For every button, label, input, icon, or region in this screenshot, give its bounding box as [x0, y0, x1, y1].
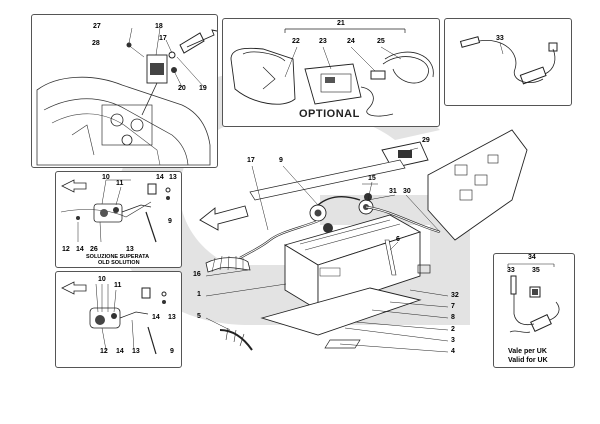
callout-main-6: 6: [396, 236, 400, 243]
callout-main-5: 5: [197, 313, 201, 320]
callout-13b-new: 13: [132, 348, 140, 355]
callout-18: 18: [155, 23, 163, 30]
callout-14b: 14: [76, 246, 84, 253]
panel-uk: 34 33 35 Vale per UK Valid for UK: [493, 253, 575, 368]
callout-13-new: 13: [168, 314, 176, 321]
callout-main-15: 15: [368, 175, 376, 182]
trickle-charger-drawing: [459, 36, 558, 85]
callout-34: 34: [528, 254, 536, 261]
callout-main-30: 30: [403, 188, 411, 195]
callout-main-7: 7: [451, 303, 455, 310]
callout-22: 22: [292, 38, 300, 45]
callout-11-new: 11: [114, 282, 122, 289]
callout-main-9: 9: [279, 157, 283, 164]
callout-14b-new: 14: [116, 348, 124, 355]
callout-main-16: 16: [193, 271, 201, 278]
callout-23: 23: [319, 38, 327, 45]
callout-17: 17: [159, 35, 167, 42]
callout-main-32: 32: [451, 292, 459, 299]
callout-25: 25: [377, 38, 385, 45]
uk-caption-it: Vale per UK: [508, 348, 547, 355]
new-solution-drawing: [61, 281, 167, 355]
callout-main-1: 1: [197, 291, 201, 298]
callout-14-new: 14: [152, 314, 160, 321]
callout-9-new: 9: [170, 348, 174, 355]
callout-13b: 13: [126, 246, 134, 253]
callout-main-31: 31: [389, 188, 397, 195]
uk-charger-drawing: [507, 263, 560, 333]
old-solution-drawing: [60, 179, 171, 243]
panel-new-solution: 10 11 14 13 12 14 13 9: [55, 271, 182, 368]
callout-10: 10: [102, 174, 110, 181]
callout-9: 9: [168, 218, 172, 225]
callout-11: 11: [116, 180, 124, 187]
callout-main-2: 2: [451, 326, 455, 333]
callout-12: 12: [62, 246, 70, 253]
callout-main-17: 17: [247, 157, 255, 164]
callout-21: 21: [337, 20, 345, 27]
callout-main-8: 8: [451, 314, 455, 321]
callout-35: 35: [532, 267, 540, 274]
callout-20: 20: [178, 85, 186, 92]
callout-33: 33: [496, 35, 504, 42]
panel-trickle-charger: 33: [444, 18, 572, 106]
callout-24: 24: [347, 38, 355, 45]
uk-caption-en: Valid for UK: [508, 357, 548, 364]
battery-clamp-drawing: [36, 27, 217, 166]
old-solution-caption-en: OLD SOLUTION: [98, 260, 140, 266]
panel-optional: 21 22 23 24 25 OPTIONAL: [222, 18, 440, 127]
callout-10-new: 10: [98, 276, 106, 283]
callout-27: 27: [93, 23, 101, 30]
optional-label: OPTIONAL: [299, 108, 360, 120]
optional-kit-drawing: [230, 28, 434, 117]
callout-19: 19: [199, 85, 207, 92]
callout-main-4: 4: [451, 348, 455, 355]
callout-13: 13: [169, 174, 177, 181]
panel-battery-clamp-detail: 27 18 28 17 20 19: [31, 14, 218, 168]
callout-main-29: 29: [422, 137, 430, 144]
panel-old-solution: 10 11 14 13 9 12 14 26 13 SOLUZIONE SUPE…: [55, 171, 182, 268]
callout-26: 26: [90, 246, 98, 253]
callout-main-3: 3: [451, 337, 455, 344]
callout-12-new: 12: [100, 348, 108, 355]
callout-28: 28: [92, 40, 100, 47]
callout-33-uk: 33: [507, 267, 515, 274]
old-solution-caption-it: SOLUZIONE SUPERATA: [86, 254, 150, 260]
callout-14: 14: [156, 174, 164, 181]
